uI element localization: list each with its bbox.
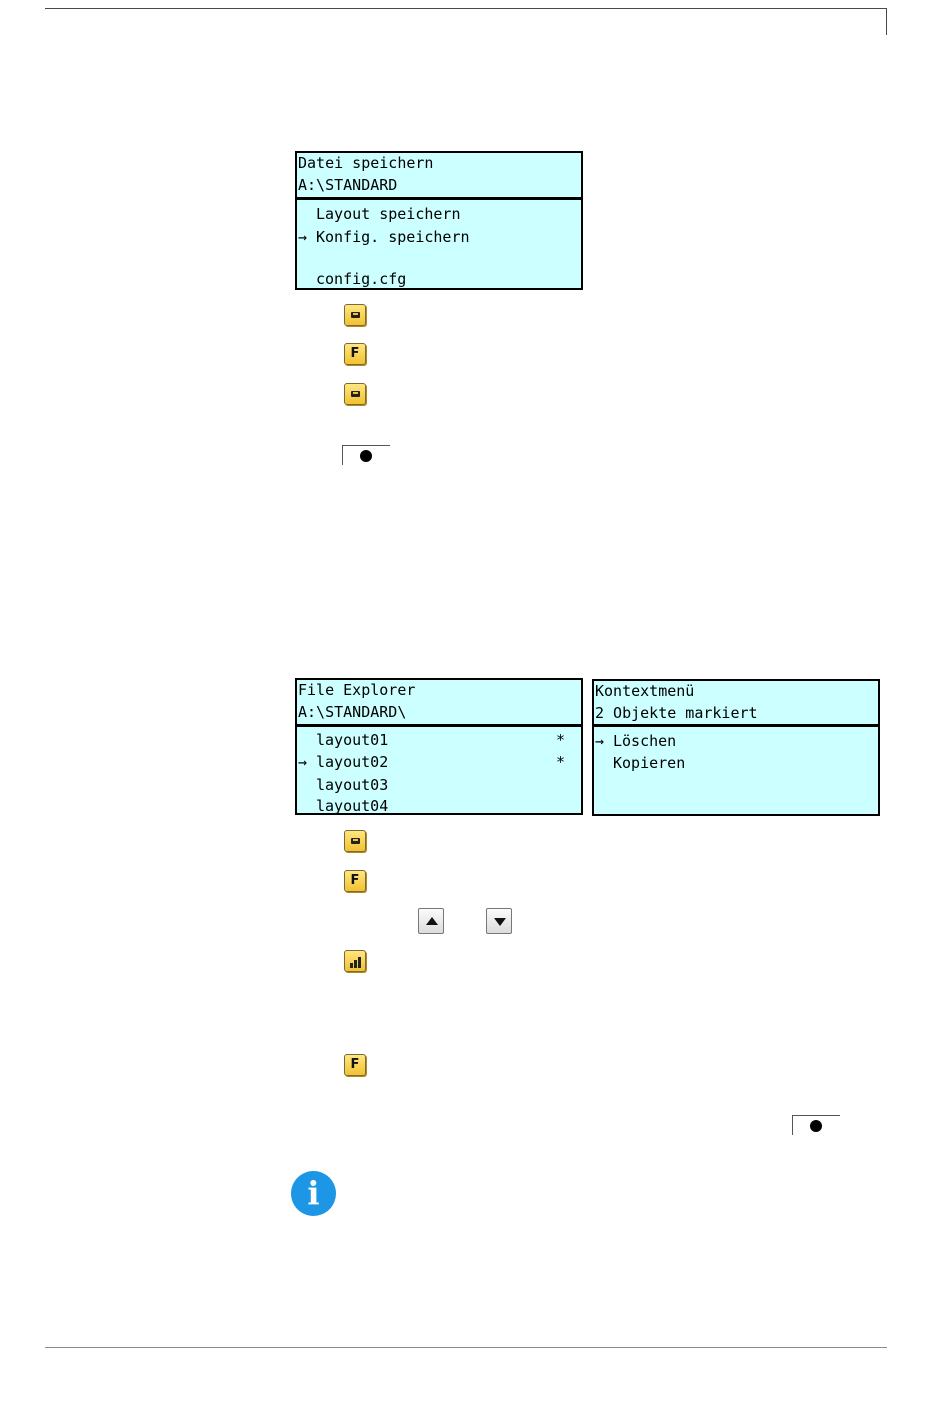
function-key-icon[interactable]: F: [344, 870, 366, 892]
save-icon[interactable]: [344, 383, 366, 405]
arrow-down-icon[interactable]: [486, 908, 512, 934]
lcd-save-file: Datei speichern A:\STANDARD Layout speic…: [295, 151, 583, 290]
lcd-separator: [297, 197, 581, 200]
file-item-layout03[interactable]: layout03: [316, 776, 389, 794]
lcd-separator: [594, 724, 878, 727]
save-icon[interactable]: [344, 830, 366, 852]
header-rule-end: [886, 8, 887, 35]
lcd-title: Datei speichern: [298, 154, 434, 172]
cursor-arrow-icon: →: [298, 228, 308, 246]
lcd-title: Kontextmenü: [595, 682, 695, 700]
menu-item-loeschen[interactable]: → Löschen: [595, 732, 677, 750]
cursor-arrow-icon: →: [298, 753, 308, 771]
record-dot-icon[interactable]: [792, 1115, 840, 1135]
file-item-layout04[interactable]: layout04: [316, 797, 389, 815]
record-dot-icon[interactable]: [342, 445, 390, 465]
lcd-title: File Explorer: [298, 681, 416, 699]
select-marker-icon[interactable]: [344, 950, 366, 972]
file-item-layout01[interactable]: layout01 *: [316, 731, 565, 749]
lcd-file-explorer: File Explorer A:\STANDARD\ layout01 * → …: [295, 678, 583, 815]
header-rule: [45, 8, 887, 9]
selection-mark: *: [555, 753, 565, 771]
file-name-config[interactable]: config.cfg: [316, 270, 407, 288]
function-key-icon[interactable]: F: [344, 1054, 366, 1076]
lcd-separator: [297, 724, 581, 727]
info-icon: i: [291, 1171, 336, 1216]
cursor-arrow-icon: →: [595, 732, 605, 750]
lcd-path: A:\STANDARD: [298, 176, 398, 194]
footer-rule: [45, 1347, 887, 1348]
function-key-icon[interactable]: F: [344, 343, 366, 365]
lcd-path: A:\STANDARD\: [298, 703, 407, 721]
selection-mark: *: [555, 731, 565, 749]
menu-item-kopieren[interactable]: Kopieren: [613, 754, 686, 772]
menu-item-konfig-speichern[interactable]: → Konfig. speichern: [298, 228, 470, 246]
arrow-up-icon[interactable]: [418, 908, 444, 934]
menu-item-layout-speichern[interactable]: Layout speichern: [316, 205, 461, 223]
lcd-status: 2 Objekte markiert: [595, 704, 758, 722]
lcd-context-menu: Kontextmenü 2 Objekte markiert → Löschen…: [592, 679, 880, 816]
save-icon[interactable]: [344, 304, 366, 326]
file-item-layout02[interactable]: → layout02 *: [298, 753, 565, 771]
